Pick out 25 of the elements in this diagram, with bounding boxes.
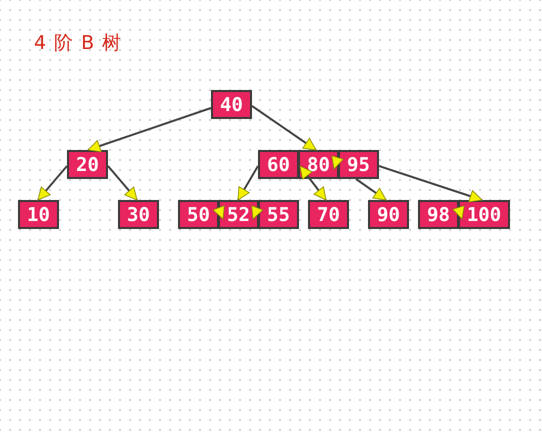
key-box: 70 [308, 200, 349, 229]
key-box: 40 [211, 90, 252, 119]
arrow [299, 165, 327, 201]
arrow [355, 178, 387, 201]
arrow [237, 166, 259, 200]
arrow [378, 165, 482, 202]
arrow [212, 205, 225, 220]
key-box: 55 [258, 200, 299, 229]
arrow [37, 165, 68, 201]
key-box: 90 [368, 200, 409, 229]
key-box: 10 [18, 200, 59, 229]
arrow [107, 165, 138, 201]
arrow [251, 205, 264, 220]
arrow [251, 105, 317, 151]
key-box: 20 [67, 150, 108, 179]
key-box: 100 [458, 200, 510, 229]
title: 4 阶 B 树 [34, 31, 122, 56]
arrow [88, 107, 212, 152]
key-box: 50 [178, 200, 219, 229]
key-box: 95 [338, 150, 379, 179]
key-box: 98 [418, 200, 459, 229]
key-box: 30 [118, 200, 159, 229]
arrow [331, 155, 344, 170]
arrow [452, 205, 465, 220]
key-box: 60 [258, 150, 299, 179]
